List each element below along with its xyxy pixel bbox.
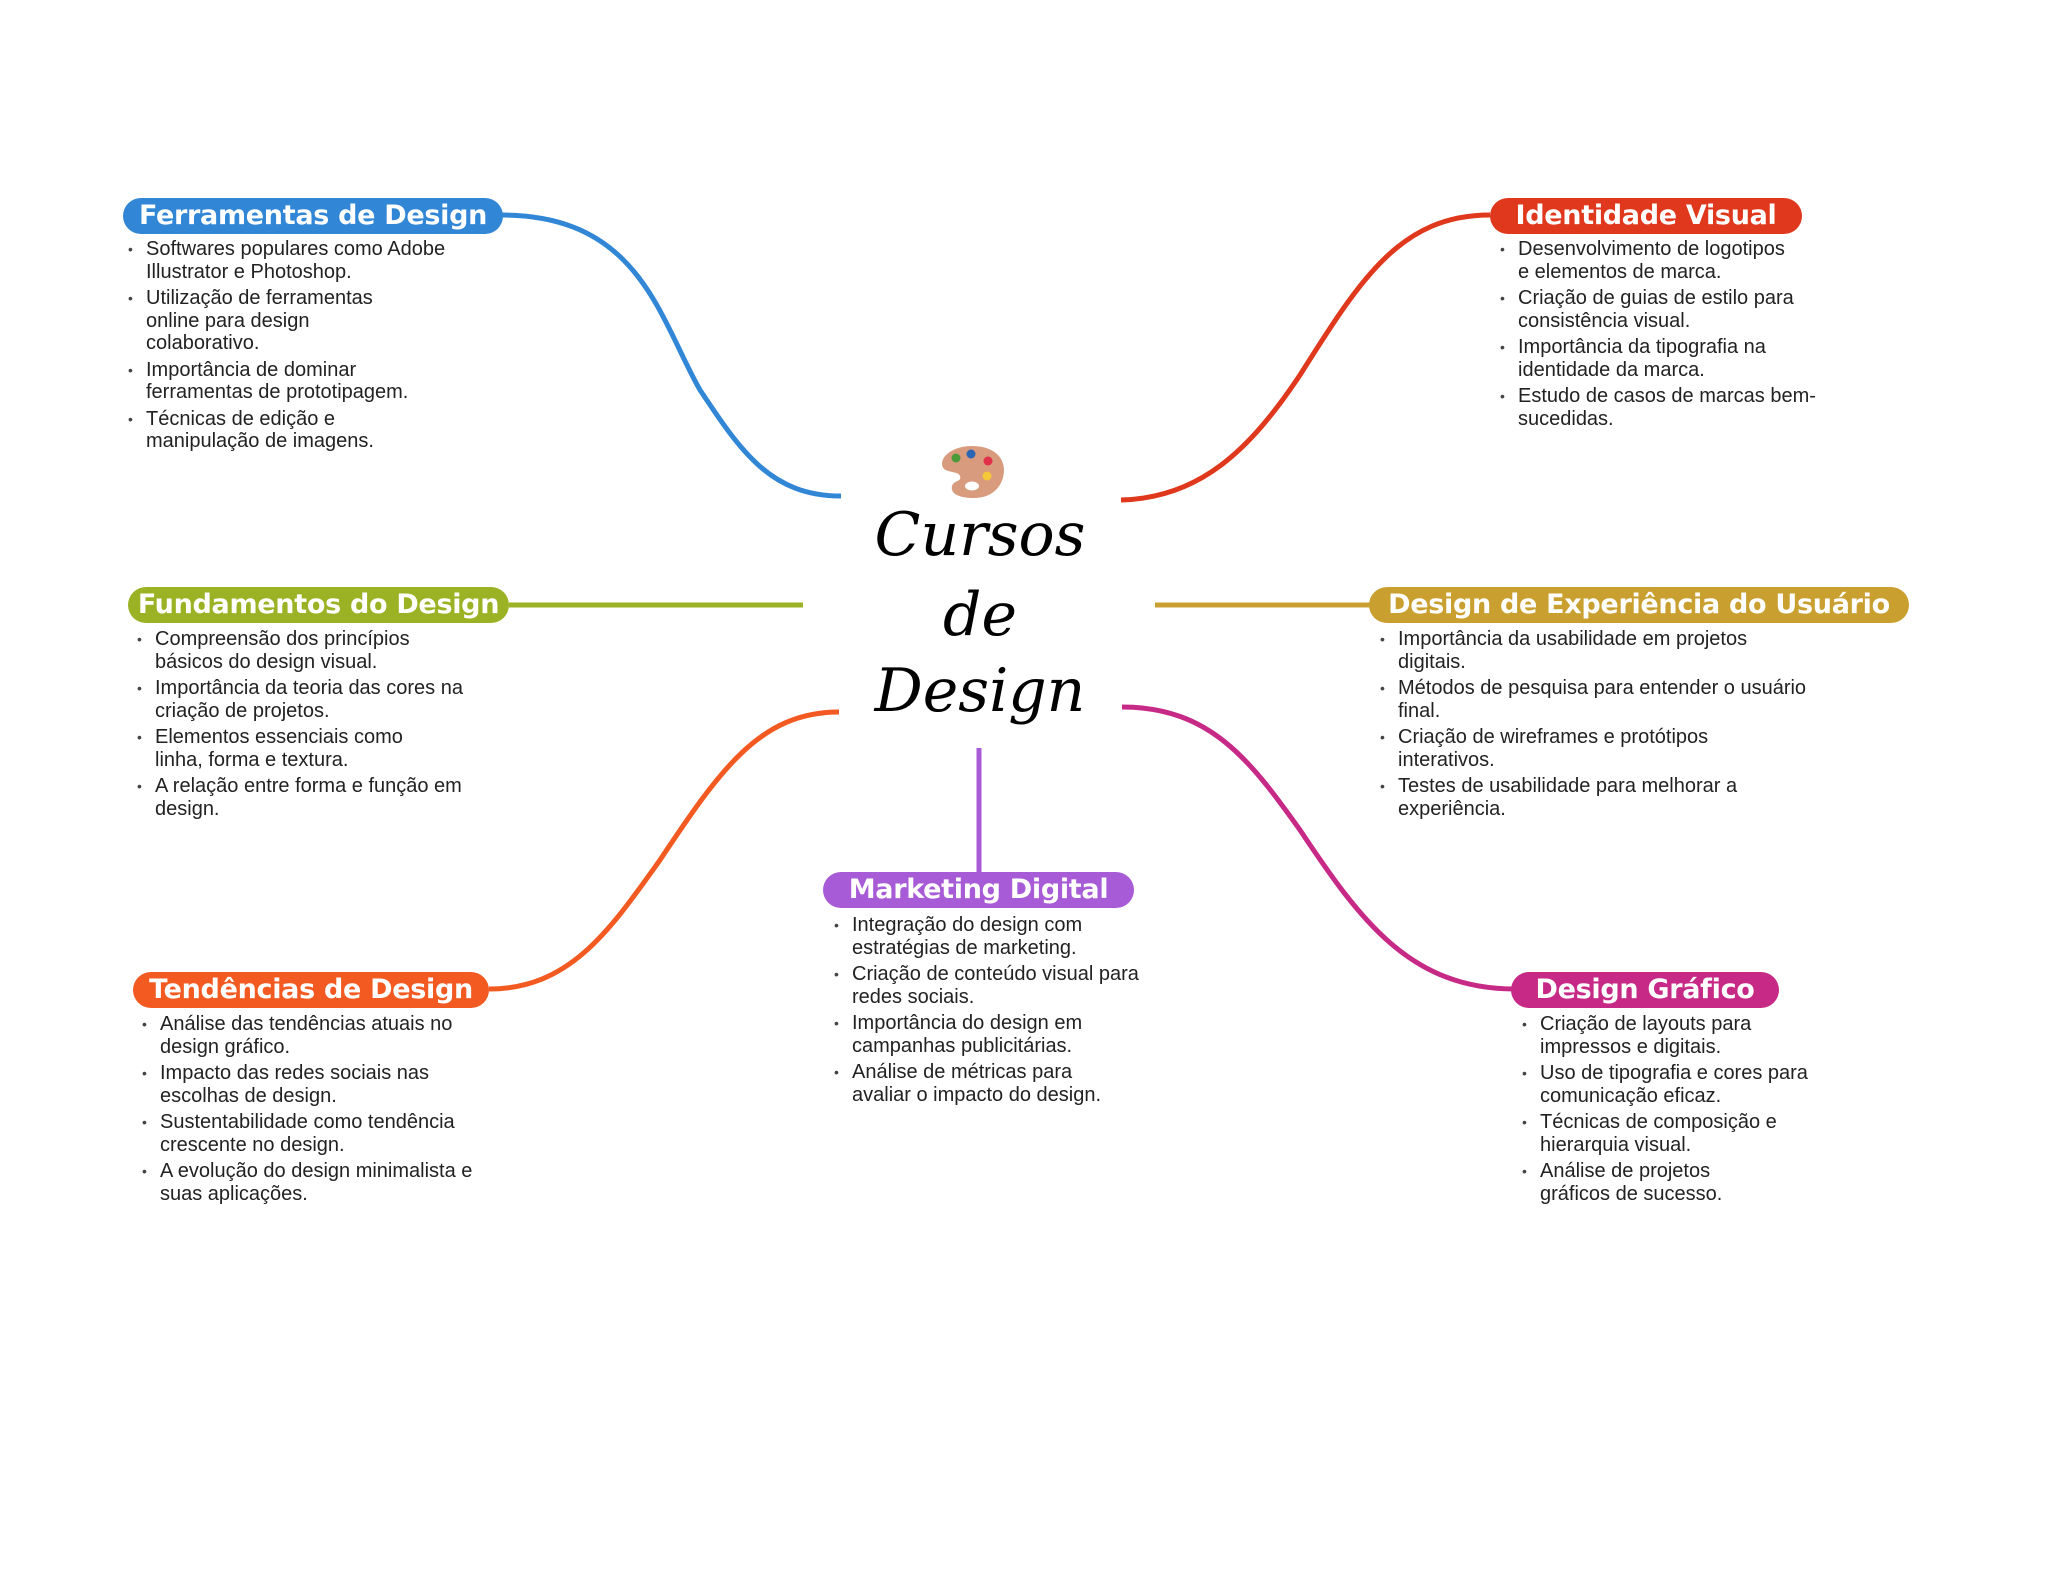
list-item: Análise de projetos gráficos de sucesso. (1522, 1160, 1780, 1205)
topic-fundamentos[interactable]: Fundamentos do Design (128, 587, 509, 623)
central-title-line-3: Design (874, 656, 1086, 726)
list-item: Importância da teoria das cores na criaç… (137, 677, 485, 722)
list-item: Softwares populares como Adobe Illustrat… (128, 238, 498, 283)
connector-ferramentas (501, 212, 842, 499)
list-item: Análise de métricas para avaliar o impac… (834, 1061, 1122, 1106)
topic-marketing[interactable]: Marketing Digital (823, 872, 1134, 908)
list-item: Criação de wireframes e protótipos inter… (1380, 726, 1798, 771)
list-item: Criação de conteúdo visual para redes so… (834, 963, 1162, 1008)
list-item: Análise das tendências atuais no design … (142, 1013, 480, 1058)
list-item: Importância de dominar ferramentas de pr… (128, 359, 466, 404)
list-item: Impacto das redes sociais nas escolhas d… (142, 1062, 485, 1107)
topic-marketing-items: Integração do design com estratégias de … (834, 914, 1144, 1110)
topic-tendencias-items: Análise das tendências atuais no design … (142, 1013, 482, 1209)
artist-palette-icon (942, 446, 1004, 498)
topic-identidade-items: Desenvolvimento de logotipos e elementos… (1500, 238, 1816, 434)
list-item: Estudo de casos de marcas bem-sucedidas. (1500, 385, 1818, 430)
list-item: Importância do design em campanhas publi… (834, 1012, 1152, 1057)
connector-tendencias (488, 709, 840, 992)
topic-grafico-items: Criação de layouts para impressos e digi… (1522, 1013, 1822, 1209)
list-item: Utilização de ferramentas online para de… (128, 287, 416, 355)
list-item: Compreensão dos princípios básicos do de… (137, 628, 455, 673)
list-item: Criação de guias de estilo para consistê… (1500, 287, 1808, 332)
topic-ferramentas-items: Softwares populares como Adobe Illustrat… (128, 238, 498, 457)
list-item: Sustentabilidade como tendência crescent… (142, 1111, 495, 1156)
topic-ux-items: Importância da usabilidade em projetos d… (1380, 628, 1810, 824)
topic-identidade[interactable]: Identidade Visual (1490, 198, 1802, 234)
central-title-line-2: de (943, 580, 1017, 650)
list-item: Técnicas de edição e manipulação de imag… (128, 408, 436, 453)
list-item: Desenvolvimento de logotipos e elementos… (1500, 238, 1798, 283)
topic-ferramentas[interactable]: Ferramentas de Design (123, 198, 503, 234)
list-item: Testes de usabilidade para melhorar a ex… (1380, 775, 1818, 820)
list-item: A evolução do design minimalista e suas … (142, 1160, 490, 1205)
topic-ux[interactable]: Design de Experiência do Usuário (1369, 587, 1909, 623)
connector-identidade (1120, 212, 1491, 503)
topic-grafico[interactable]: Design Gráfico (1511, 972, 1779, 1008)
connector-grafico (1121, 704, 1516, 992)
list-item: Elementos essenciais como linha, forma e… (137, 726, 455, 771)
list-item: Integração do design com estratégias de … (834, 914, 1152, 959)
central-title-line-1: Cursos (874, 500, 1086, 570)
list-item: Métodos de pesquisa para entender o usuá… (1380, 677, 1808, 722)
list-item: Importância da usabilidade em projetos d… (1380, 628, 1818, 673)
list-item: Importância da tipografia na identidade … (1500, 336, 1808, 381)
list-item: A relação entre forma e função em design… (137, 775, 485, 820)
list-item: Uso de tipografia e cores para comunicaç… (1522, 1062, 1830, 1107)
list-item: Técnicas de composição e hierarquia visu… (1522, 1111, 1840, 1156)
topic-fundamentos-items: Compreensão dos princípios básicos do de… (137, 628, 477, 824)
list-item: Criação de layouts para impressos e digi… (1522, 1013, 1800, 1058)
topic-tendencias[interactable]: Tendências de Design (133, 972, 489, 1008)
